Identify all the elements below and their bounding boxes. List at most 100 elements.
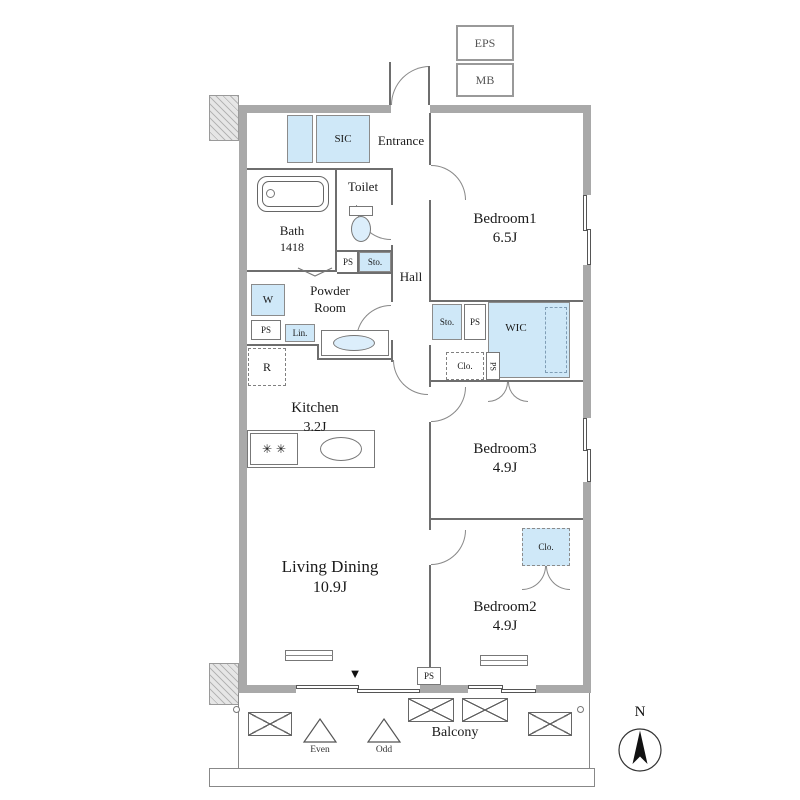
bedroom2-label: Bedroom2 4.9J xyxy=(455,593,555,641)
entrance-label: Entrance xyxy=(377,132,425,148)
entrance-door-arc xyxy=(391,66,430,105)
wall-segment xyxy=(430,105,591,113)
corridor-wall-block xyxy=(209,95,239,141)
linen-closet: Lin. xyxy=(285,324,315,342)
bath-faucet-icon xyxy=(266,189,275,198)
wall-segment xyxy=(429,113,431,165)
sliding-window-leaf xyxy=(587,449,591,482)
wall-segment xyxy=(420,685,468,693)
wall-segment xyxy=(391,340,393,362)
closet-door-arc xyxy=(546,566,570,590)
stove-burner-icon: ✳ ✳ xyxy=(262,442,286,456)
pipe-space: PS xyxy=(251,320,281,340)
powder-line1: Powder xyxy=(310,283,350,299)
bath-label: Bath 1418 xyxy=(260,222,324,256)
compass-circle-icon xyxy=(618,728,662,772)
balcony-edge xyxy=(238,693,239,769)
wic-label: WIC xyxy=(505,321,527,334)
living-dining-label: Living Dining 10.9J xyxy=(265,553,395,601)
evacuation-hatch-even: Even xyxy=(302,717,338,754)
wic-door-arc xyxy=(488,382,508,402)
pipe-space: PS xyxy=(486,352,500,380)
hatch-odd-label: Odd xyxy=(376,745,393,754)
wall-segment xyxy=(536,685,591,693)
wall-segment xyxy=(429,422,431,530)
washer-space: W xyxy=(251,284,285,316)
hatch-even-label: Even xyxy=(310,745,330,754)
wall-segment xyxy=(317,344,319,360)
balcony-edge xyxy=(589,693,590,769)
door-leaf xyxy=(428,66,430,105)
compass-needle-icon xyxy=(632,730,648,764)
corridor-wall-block xyxy=(209,663,239,705)
wall-segment xyxy=(391,168,393,205)
wall-segment xyxy=(239,105,391,113)
wall-segment xyxy=(247,270,335,272)
sliding-window-leaf xyxy=(583,195,587,231)
wall-segment xyxy=(429,518,583,520)
wall-segment xyxy=(357,252,359,272)
wall-segment xyxy=(247,168,391,170)
mb-shaft: MB xyxy=(456,63,514,97)
bedroom3-size: 4.9J xyxy=(492,460,518,476)
kitchen-name: Kitchen xyxy=(291,400,339,417)
window-symbol-line xyxy=(285,655,333,656)
kitchen-size: 3.2J xyxy=(303,419,327,435)
sliding-window-leaf xyxy=(583,418,587,451)
entry-marker-icon: ▼ xyxy=(348,666,362,681)
wall-segment xyxy=(429,200,431,302)
closet: Clo. xyxy=(446,352,484,380)
powder-room-label: Powder Room xyxy=(299,283,361,317)
bedroom3-name: Bedroom3 xyxy=(473,440,537,457)
balcony-drain-icon xyxy=(577,706,584,713)
balcony-railing xyxy=(209,768,595,769)
kitchen-sink xyxy=(320,437,362,461)
balcony-divider-panel xyxy=(528,712,572,736)
evacuation-hatch-odd: Odd xyxy=(366,717,402,754)
north-compass: N xyxy=(618,704,662,772)
wall-segment xyxy=(239,685,296,693)
hall-label: Hall xyxy=(399,268,423,284)
wall-segment xyxy=(335,170,337,272)
living-door-arc xyxy=(393,360,428,395)
sliding-door-leaf xyxy=(357,689,420,693)
toilet-label: Toilet xyxy=(347,178,379,194)
bedroom1-label: Bedroom1 6.5J xyxy=(455,205,555,253)
bath-name: Bath xyxy=(279,222,305,238)
wall-segment xyxy=(429,565,431,685)
wall-segment xyxy=(247,344,319,346)
walk-in-closet: WIC xyxy=(488,302,570,378)
bedroom2-size: 4.9J xyxy=(492,618,518,634)
wic-door-arc xyxy=(508,382,528,402)
shoe-closet: SIC xyxy=(316,115,370,163)
closet-door-arc xyxy=(522,566,546,590)
powder-line2: Room xyxy=(314,300,346,315)
hatch-triangle-icon xyxy=(366,717,402,743)
living-size: 10.9J xyxy=(312,578,348,596)
wall-segment xyxy=(239,105,247,693)
living-name: Living Dining xyxy=(281,556,379,576)
toilet-tank xyxy=(349,206,373,216)
balcony-drain-icon xyxy=(233,706,240,713)
bedroom2-name: Bedroom2 xyxy=(473,598,537,615)
wall-segment xyxy=(337,250,391,252)
balcony-railing xyxy=(209,786,595,787)
shoe-closet xyxy=(287,115,313,163)
wall-segment xyxy=(337,272,391,274)
compass-n-label: N xyxy=(635,704,646,720)
storage-box: Sto. xyxy=(432,304,462,340)
pipe-space: PS xyxy=(417,667,441,685)
closet: Clo. xyxy=(522,528,570,566)
pipe-space: PS xyxy=(464,304,486,340)
bedroom1-name: Bedroom1 xyxy=(473,210,537,227)
balcony-divider-panel xyxy=(462,698,508,722)
bedroom1-size: 6.5J xyxy=(492,230,518,246)
bedroom3-door-arc xyxy=(431,387,466,422)
washbasin-sink xyxy=(333,335,375,351)
balcony-label: Balcony xyxy=(431,724,479,740)
sliding-window-leaf xyxy=(468,685,503,689)
wall-segment xyxy=(429,380,583,382)
bedroom1-door-arc xyxy=(431,165,466,200)
wall-segment xyxy=(429,300,583,302)
wall-segment xyxy=(429,345,431,387)
